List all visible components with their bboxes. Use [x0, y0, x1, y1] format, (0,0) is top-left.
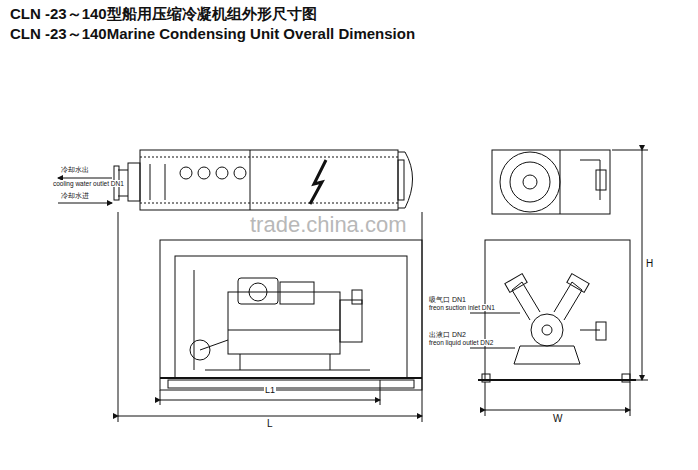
- dimension-label: W: [552, 413, 563, 424]
- port-label: 出液口 DN2: [428, 331, 467, 339]
- drawing-title-en: CLN -23～140Marine Condensing Unit Overal…: [10, 26, 415, 43]
- port-label: 冷却水出: [60, 166, 90, 174]
- port-label: 吸气口 DN1: [428, 296, 467, 304]
- dimension-label: L1: [264, 386, 276, 396]
- dimension-label: H: [645, 258, 654, 269]
- port-label: cooling water outlet DN1: [52, 180, 125, 187]
- port-label: freon suction inlet DN1: [428, 304, 496, 311]
- drawing-title: CLN -23～140型船用压缩冷凝机组外形尺寸图: [10, 6, 317, 23]
- port-label: 冷却水进: [60, 192, 90, 200]
- dimension-label: L: [266, 418, 274, 429]
- watermark: trade.china.com: [250, 213, 407, 237]
- port-label: freon liquid outlet DN2: [428, 339, 494, 346]
